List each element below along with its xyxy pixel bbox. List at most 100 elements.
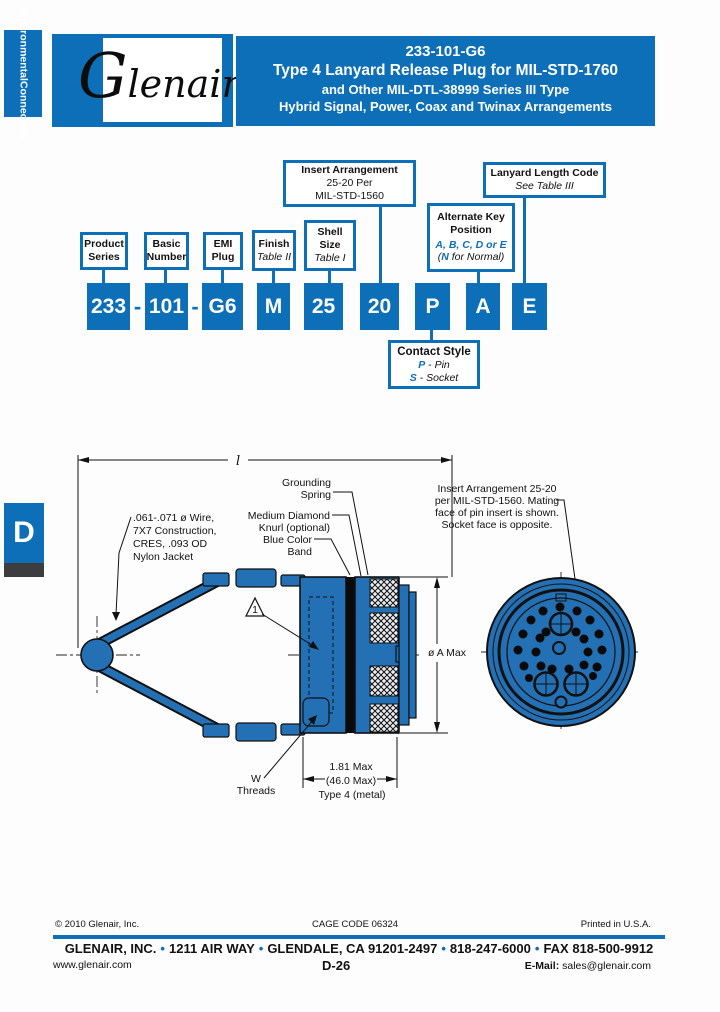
- logo-letter-g: G: [78, 39, 128, 112]
- length-dim-label: l: [236, 454, 240, 469]
- bullet-icon: •: [258, 941, 264, 956]
- label-shell-size: Shell Size Table I: [304, 220, 356, 271]
- wire-callout: .061-.071 ø Wire, 7X7 Construction, CRES…: [112, 512, 216, 621]
- contact-dash: -: [419, 371, 424, 384]
- code-box-finish: M: [257, 283, 290, 330]
- alternate-key-options: A, B, C, D or E: [435, 238, 507, 251]
- section-letter: D: [13, 516, 35, 549]
- footer-rule: [53, 935, 665, 939]
- line-emi: [221, 270, 224, 283]
- insert-note-line2: per MIL-STD-1560. Mating: [435, 495, 559, 507]
- wire-note-line4: Nylon Jacket: [133, 551, 193, 563]
- subtitle-arrangements: Hybrid Signal, Power, Coax and Twinax Ar…: [278, 99, 613, 114]
- keyway: [555, 593, 567, 602]
- contact-code-s: S: [409, 371, 417, 384]
- website-link[interactable]: www.glenair.com: [53, 959, 132, 971]
- email-link[interactable]: sales@glenair.com: [562, 960, 651, 972]
- bullet-icon: •: [534, 941, 540, 956]
- address-phone: 818-247-6000: [449, 941, 531, 956]
- lanyard-eyelet: [80, 638, 114, 672]
- knurl-line1: Medium Diamond: [248, 510, 330, 522]
- grounding-spring-callout: Grounding Spring: [282, 477, 369, 576]
- grounding-line1: Grounding: [282, 477, 331, 489]
- lanyard-length-title: Lanyard Length Code: [490, 167, 599, 180]
- logo-background: [103, 38, 222, 122]
- width-dim-mm: (46.0 Max): [326, 775, 376, 787]
- code-box-emi-plug: G6: [202, 283, 243, 330]
- copyright-text: © 2010 Glenair, Inc.: [55, 919, 140, 930]
- code-box-lanyard-length: E: [512, 283, 547, 330]
- emi-label-line2: Plug: [211, 251, 235, 263]
- line-lanyard: [523, 198, 526, 283]
- alternate-key-normal: (N for Normal): [438, 251, 505, 264]
- knurl-sections: [369, 578, 399, 733]
- section-tab-line2: Connectors: [17, 80, 30, 140]
- code-dash-2: -: [191, 293, 199, 319]
- insert-arrangement-title: Insert Arrangement: [301, 164, 398, 177]
- flag-note-number: 1: [252, 604, 258, 616]
- width-dimension: 1.81 Max (46.0 Max) Type 4 (metal): [302, 737, 398, 801]
- basic-label-line1: Basic: [152, 238, 181, 251]
- wire-note-line3: CRES, .093 OD: [133, 538, 208, 550]
- logo-wordmark: Glenair®: [78, 36, 251, 134]
- address-street: 1211 AIR WAY: [168, 941, 255, 956]
- code-box-insert-arrangement: 20: [360, 283, 399, 330]
- part-number-title: 233-101-G6: [405, 43, 486, 60]
- wire-note-line2: 7X7 Construction,: [133, 525, 216, 537]
- basic-label-line2: Number: [146, 251, 187, 263]
- title-block: 233-101-G6 Type 4 Lanyard Release Plug f…: [236, 36, 655, 126]
- line-contact-style: [430, 330, 433, 340]
- lanyard-length-see-table: See Table III: [515, 180, 574, 192]
- alternate-key-title1: Alternate Key: [437, 210, 505, 223]
- insert-note-line4: Socket face is opposite.: [442, 519, 553, 531]
- section-letter-tab: D: [4, 503, 44, 563]
- insert-note: Insert Arrangement 25-20 per MIL-STD-156…: [435, 483, 576, 580]
- email-label: E-Mail:: [524, 960, 560, 972]
- product-label-line2: Series: [88, 251, 120, 263]
- knurl-callout: Medium Diamond Knurl (optional): [248, 510, 362, 577]
- insert-note-line1: Insert Arrangement 25-20: [437, 483, 556, 495]
- contact-label-socket: Socket: [426, 371, 459, 384]
- threads-callout: W Threads: [237, 715, 317, 797]
- address-city: GLENDALE, CA 91201-2497: [267, 941, 438, 956]
- type-4-label: Type 4 (metal): [318, 789, 385, 801]
- diameter-dimension: ø A Max: [400, 576, 472, 734]
- label-basic-number: Basic Number: [144, 232, 189, 270]
- dim-arrow-right: [441, 457, 452, 463]
- diameter-label: ø A Max: [428, 647, 467, 659]
- normal-text: for Normal): [448, 251, 505, 264]
- knurl-line2: Knurl (optional): [259, 522, 330, 534]
- emi-label-line1: EMI: [213, 238, 233, 251]
- line-insert: [379, 207, 382, 283]
- line-shell: [328, 271, 331, 283]
- page-number: D-26: [322, 958, 351, 973]
- contact-code-p: P: [418, 358, 426, 371]
- alternate-key-title2: Position: [450, 223, 492, 236]
- code-box-contact-style: P: [415, 283, 450, 330]
- section-tab-shadow-bar: [4, 563, 44, 577]
- cage-code: CAGE CODE 06324: [312, 919, 399, 930]
- address-fax: FAX 818-500-9912: [543, 941, 654, 956]
- finish-label-line1: Finish: [258, 237, 290, 250]
- lanyard-cable: [80, 568, 306, 742]
- product-label-line1: Product: [84, 238, 124, 251]
- company-address-line: GLENAIR, INC.•1211 AIR WAY•GLENDALE, CA …: [53, 941, 665, 956]
- shell-label-line1: Shell: [317, 226, 343, 239]
- connector-face-view: [486, 577, 636, 727]
- code-box-shell-size: 25: [304, 283, 343, 330]
- label-emi-plug: EMI Plug: [203, 232, 243, 270]
- printed-in-usa: Printed in U.S.A.: [580, 919, 651, 930]
- blue-band-callout: Blue Color Band: [263, 534, 351, 576]
- insert-note-line3: face of pin insert is shown.: [435, 507, 559, 519]
- threads-letter: W: [251, 773, 261, 785]
- line-basic: [164, 270, 167, 283]
- coax-contacts: [533, 611, 589, 709]
- line-product: [102, 270, 105, 283]
- length-dimension: [77, 455, 453, 648]
- color-band-section: [346, 577, 355, 733]
- flag-note-1: 1: [245, 596, 319, 650]
- contact-dash: -: [428, 358, 432, 371]
- shell-label-line2: Size: [319, 239, 341, 252]
